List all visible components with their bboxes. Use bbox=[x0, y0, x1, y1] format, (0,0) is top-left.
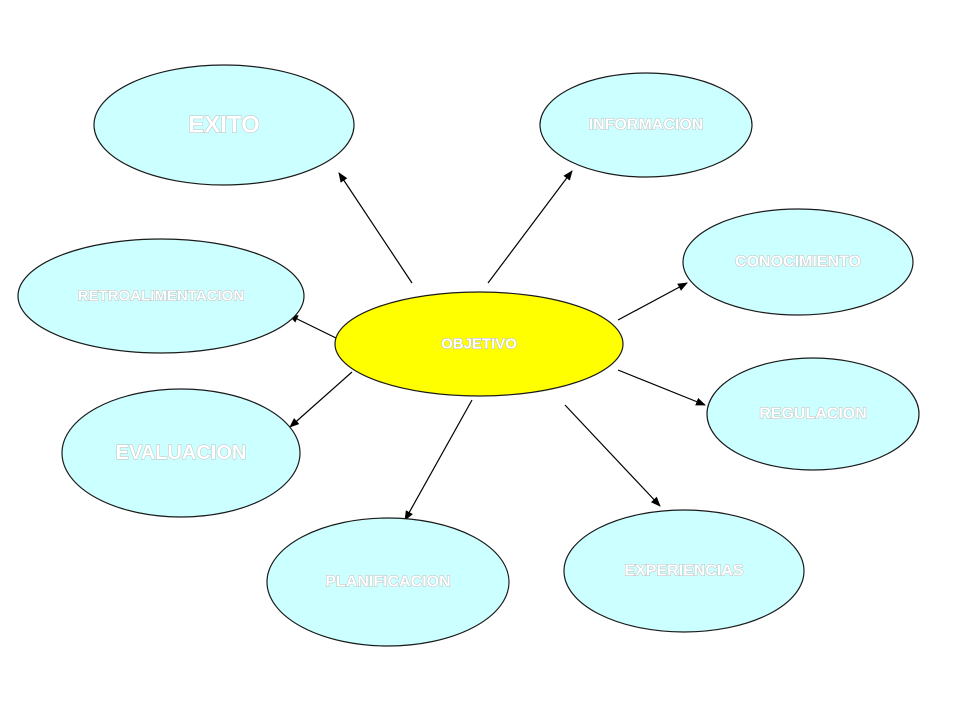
node-retroalimentacion-label: RETROALIMENTACION bbox=[78, 288, 244, 305]
node-conocimiento-bubble bbox=[682, 208, 914, 316]
node-planificacion-label: PLANIFICACION bbox=[325, 574, 450, 591]
arrow-to-experiencias bbox=[564, 404, 661, 507]
node-retroalimentacion-bubble bbox=[17, 238, 305, 354]
node-experiencias-bubble bbox=[563, 509, 805, 633]
arrow-to-conocimiento bbox=[617, 282, 688, 321]
node-informacion-label: INFORMACION bbox=[589, 117, 704, 134]
node-evaluacion: EVALUACION bbox=[61, 388, 301, 518]
node-informacion-bubble bbox=[539, 72, 753, 178]
node-planificacion: PLANIFICACION bbox=[266, 517, 510, 647]
node-conocimiento-label: CONOCIMIENTO bbox=[735, 254, 861, 271]
connectors bbox=[288, 170, 706, 521]
arrow-to-informacion bbox=[487, 170, 573, 284]
node-exito: EXITO bbox=[93, 64, 355, 186]
node-exito-bubble bbox=[93, 64, 355, 186]
node-planificacion-bubble bbox=[266, 517, 510, 647]
node-regulacion: REGULACION bbox=[706, 357, 920, 471]
arrow-to-retroalimentacion bbox=[288, 314, 337, 339]
node-evaluacion-bubble bbox=[61, 388, 301, 518]
arrow-to-planificacion bbox=[404, 399, 473, 521]
node-objetivo: OBJETIVO bbox=[334, 291, 624, 397]
node-retroalimentacion: RETROALIMENTACION bbox=[17, 238, 305, 354]
arrow-to-evaluacion bbox=[289, 371, 353, 428]
node-objetivo-bubble bbox=[334, 291, 624, 397]
node-informacion: INFORMACION bbox=[539, 72, 753, 178]
node-exito-label: EXITO bbox=[188, 112, 260, 139]
node-experiencias: EXPERIENCIAS bbox=[563, 509, 805, 633]
node-objetivo-label: OBJETIVO bbox=[441, 336, 517, 353]
arrow-to-exito bbox=[338, 172, 413, 284]
node-conocimiento: CONOCIMIENTO bbox=[682, 208, 914, 316]
node-regulacion-label: REGULACION bbox=[759, 406, 867, 423]
node-evaluacion-label: EVALUACION bbox=[116, 442, 247, 464]
node-regulacion-bubble bbox=[706, 357, 920, 471]
arrow-to-regulacion bbox=[617, 369, 706, 406]
node-experiencias-label: EXPERIENCIAS bbox=[624, 563, 743, 580]
